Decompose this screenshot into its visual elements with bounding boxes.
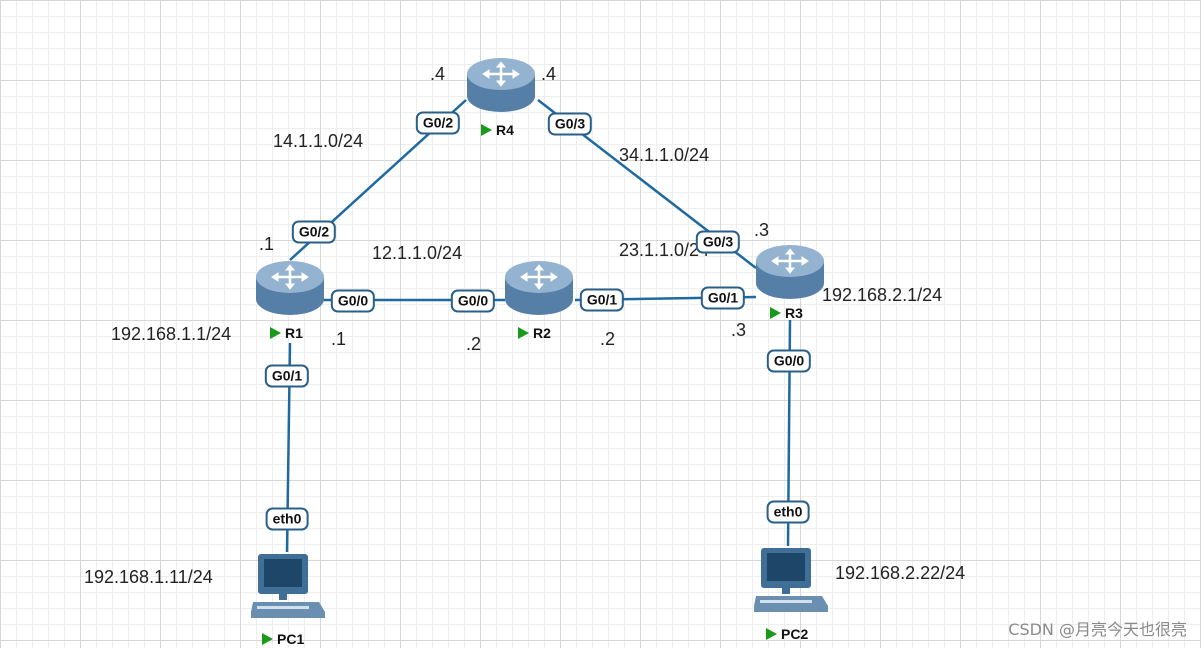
network-label-12: 12.1.1.0/24 [372,243,463,263]
network-label-23: 23.1.1.0/24 [619,240,710,260]
play-icon [270,327,281,339]
port-r3-g01[interactable]: G0/1 [700,286,746,310]
pc-pc1-name: PC1 [277,631,305,647]
router-r1-name: R1 [285,325,303,341]
pc-pc2-name: PC2 [781,626,809,642]
router-icon [256,261,324,315]
router-r1[interactable] [255,260,325,325]
pc-pc2[interactable] [752,546,830,623]
router-r2-label: R2 [518,325,551,341]
host-id-r2-right: .2 [600,329,616,349]
port-pc1-eth0[interactable]: eth0 [265,507,309,531]
pc-pc1[interactable] [249,552,327,629]
r3-lan-ip: 192.168.2.1/24 [822,285,943,305]
port-r4-g03[interactable]: G0/3 [547,112,593,136]
router-r2[interactable] [504,260,574,325]
play-icon [766,628,777,640]
pc-icon [251,554,325,618]
port-r2-g00[interactable]: G0/0 [450,289,496,313]
network-label-14: 14.1.1.0/24 [273,131,364,151]
port-r1-g02[interactable]: G0/2 [291,220,337,244]
r1-lan-ip: 192.168.1.1/24 [111,324,232,344]
port-r1-g01[interactable]: G0/1 [264,364,310,388]
host-id-r3-left: .3 [731,320,747,340]
port-r3-g00[interactable]: G0/0 [766,349,812,373]
port-r1-g00[interactable]: G0/0 [330,289,376,313]
router-r4-name: R4 [496,122,514,138]
router-r2-name: R2 [533,325,551,341]
play-icon [518,327,529,339]
router-r4-label: R4 [481,122,514,138]
play-icon [770,307,781,319]
router-r4[interactable] [466,57,536,122]
port-r2-g01[interactable]: G0/1 [579,288,625,312]
port-pc2-eth0[interactable]: eth0 [766,500,810,524]
pc1-ip: 192.168.1.11/24 [84,567,213,587]
pc2-ip: 192.168.2.22/24 [835,563,966,583]
host-id-r1-right: .1 [331,329,347,349]
play-icon [262,633,273,645]
port-r3-g03[interactable]: G0/3 [695,230,741,254]
pc-pc1-label: PC1 [262,631,304,647]
play-icon [481,124,492,136]
host-id-r2-left: .2 [466,334,482,354]
host-id-r4-right: .4 [541,64,557,84]
watermark: CSDN @月亮今天也很亮 [1008,620,1187,639]
pc-pc2-label: PC2 [766,626,808,642]
router-r3-label: R3 [770,305,803,321]
router-icon [505,261,573,315]
network-label-34: 34.1.1.0/24 [619,145,710,165]
host-id-r3-top: .3 [754,220,770,240]
router-icon [756,245,824,299]
router-r3[interactable] [755,244,825,309]
pc-icon [754,548,828,612]
host-id-r4-left: .4 [430,64,446,84]
router-r3-name: R3 [785,305,803,321]
port-r4-g02[interactable]: G0/2 [415,111,461,135]
router-icon [467,58,535,112]
host-id-r1-top: .1 [259,234,275,254]
router-r1-label: R1 [270,325,303,341]
